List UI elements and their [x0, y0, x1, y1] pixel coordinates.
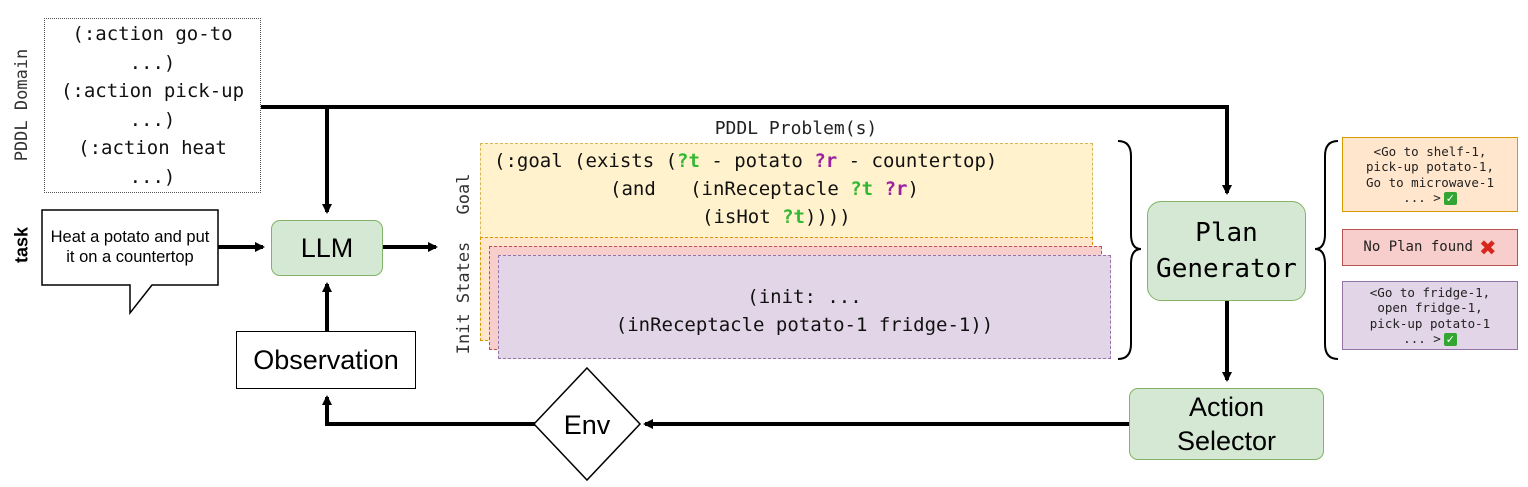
- env-diamond: [532, 366, 642, 482]
- init-state-code: (init: ... (inReceptacle potato-1 fridge…: [498, 283, 1111, 339]
- goal-line-3: (isHot ?t)))): [702, 206, 851, 228]
- task-text: Heat a potato and put it on a countertop: [50, 228, 210, 266]
- task-bubble-shape: [41, 209, 219, 316]
- observation-node: Observation: [236, 331, 416, 389]
- cross-icon: ✖: [1478, 235, 1497, 260]
- goal-var-t: ?t: [850, 178, 874, 200]
- domain-line: ...): [129, 51, 176, 74]
- pddl-domain-box: [44, 18, 261, 193]
- check-icon: ✓: [1443, 333, 1457, 346]
- init-states-label: Init States: [454, 241, 474, 355]
- goal-box: [480, 143, 1093, 244]
- domain-line: (:action heat: [78, 137, 227, 159]
- env-node-label: Env: [563, 409, 611, 440]
- plan-generator-line: Plan: [1195, 218, 1258, 248]
- arrow-domain-to-plan-generator: [327, 105, 1232, 195]
- arrow-domain-to-llm: [261, 105, 332, 214]
- pddl-domain-label: PDDL Domain: [12, 48, 32, 162]
- plan-result-3: <Go to fridge-1, open fridge-1, pick-up …: [1342, 281, 1518, 350]
- goal-var-t: ?t: [677, 150, 700, 172]
- action-selector-node: Action Selector: [1129, 388, 1324, 460]
- llm-node: LLM: [271, 220, 383, 276]
- arrow-env-to-observation: [322, 395, 537, 426]
- action-selector-line: Selector: [1176, 426, 1277, 456]
- init-line: (init: ...: [747, 286, 862, 308]
- init-state-box-3: [498, 255, 1111, 359]
- goal-label: Goal: [454, 173, 474, 215]
- action-selector-line: Action: [1188, 392, 1265, 422]
- goal-line-1: (:goal (exists (?t - potato ?r - counter…: [494, 150, 998, 172]
- plan-generator-line: Generator: [1156, 254, 1297, 284]
- task-label: task: [11, 226, 32, 264]
- pddl-problem-title: PDDL Problem(s): [714, 118, 878, 139]
- domain-line: (:action go-to: [72, 23, 233, 45]
- pddl-domain-code: (:action go-to ...) (:action pick-up ...…: [44, 20, 261, 191]
- goal-var-t: ?t: [782, 206, 805, 228]
- goal-line-2: (and (inReceptacle ?t ?r): [610, 178, 919, 200]
- plans-brace: [1314, 140, 1339, 360]
- domain-line: ...): [129, 108, 176, 131]
- check-icon: ✓: [1443, 192, 1457, 205]
- domain-line: (:action pick-up: [60, 80, 245, 102]
- domain-line: ...): [129, 165, 176, 188]
- plan-result-1: <Go to shelf-1, pick-up potato-1, Go to …: [1342, 137, 1518, 212]
- plan-result-2: No Plan found✖: [1342, 229, 1518, 266]
- init-line: (inReceptacle potato-1 fridge-1)): [615, 314, 994, 336]
- problem-brace: [1117, 140, 1142, 360]
- goal-var-r: ?r: [884, 178, 908, 200]
- goal-var-r: ?r: [814, 150, 838, 172]
- plan-generator-node: Plan Generator: [1147, 201, 1306, 301]
